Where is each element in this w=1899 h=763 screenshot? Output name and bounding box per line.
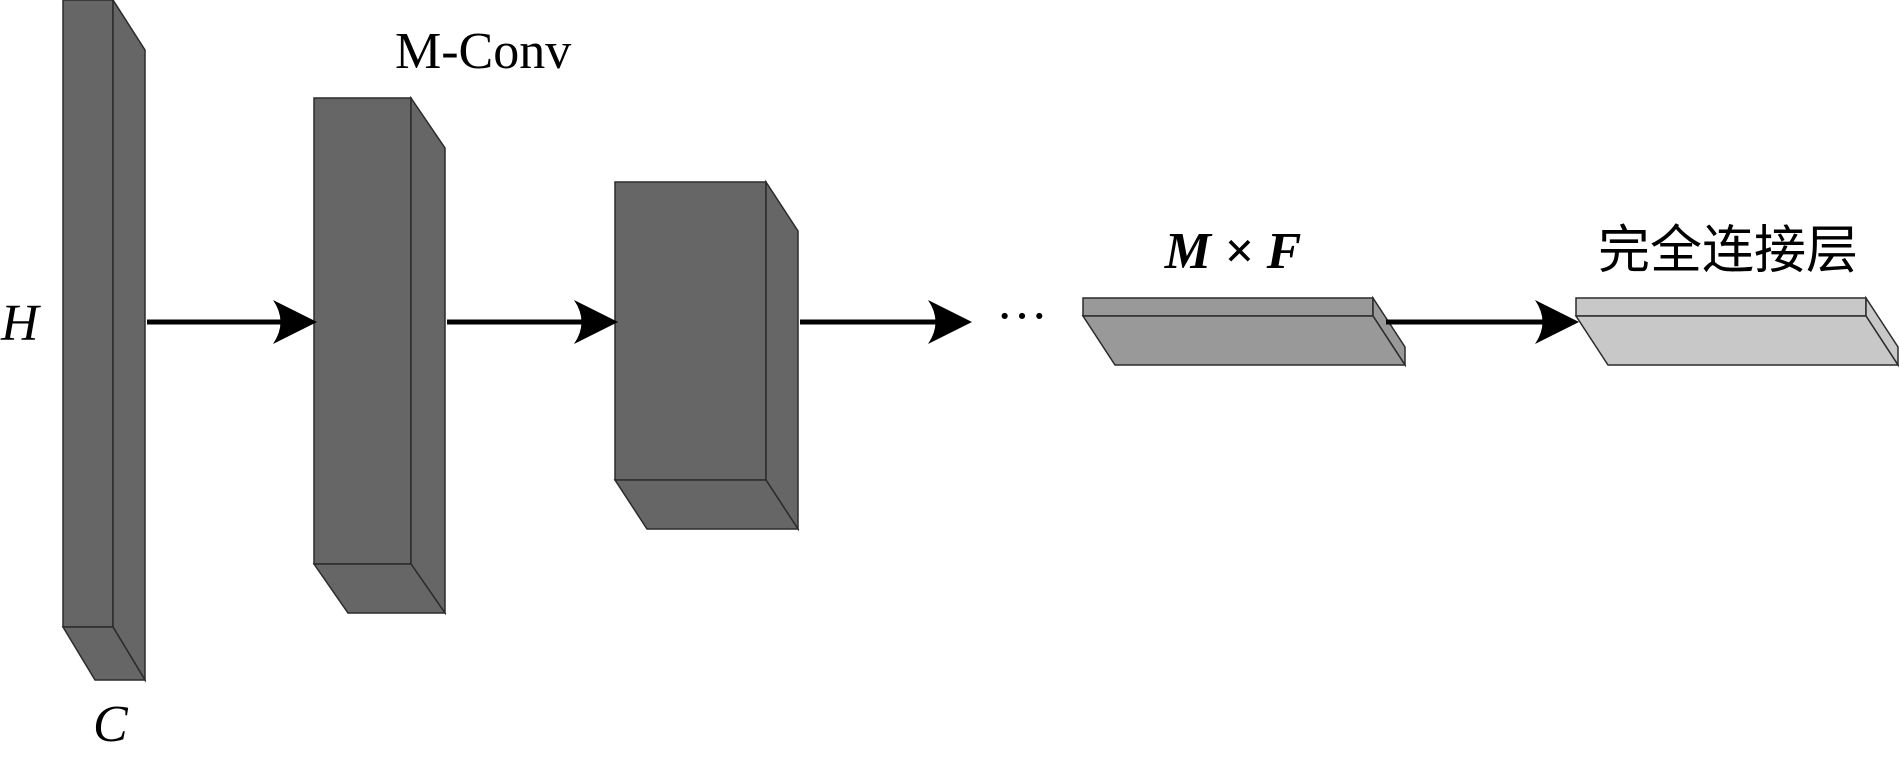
mconv-block-front-face (313, 97, 412, 565)
mconv-layer-block (312, 95, 447, 616)
arrow-1-head (273, 300, 317, 344)
arrow-input-to-mconv (147, 300, 317, 344)
feature-slab-front-face (1082, 297, 1374, 317)
arrow-conv2-to-ellipsis (800, 300, 972, 344)
arrow-2-head (574, 300, 618, 344)
mconv-block-side-face (410, 95, 446, 616)
fc-slab-bottom-face (1574, 315, 1899, 366)
fully-connected-slab-block (1574, 295, 1899, 368)
input-block-bottom-face (61, 626, 147, 681)
fc-slab-front-face (1575, 297, 1867, 317)
mconv-block-bottom-face (312, 563, 447, 614)
arrow-3-head (928, 300, 972, 344)
arrow-feature-to-fc (1386, 300, 1579, 344)
fully-connected-label: 完全连接层 (1598, 221, 1858, 281)
arrow-4-head (1535, 300, 1579, 344)
input-block-side-face (112, 0, 146, 683)
conv2-block-bottom-face (613, 479, 800, 530)
feature-slab-block (1081, 295, 1407, 368)
feature-slab-bottom-face (1081, 315, 1407, 366)
ellipsis-label: ··· (996, 288, 1048, 345)
input-tensor-block (61, 0, 147, 683)
channels-label: C (93, 696, 129, 753)
arrow-mconv-to-conv2 (447, 300, 618, 344)
mconv-label: M-Conv (395, 23, 571, 80)
feature-dims-label: M × F (1164, 223, 1302, 280)
conv-layer-2-block (613, 179, 800, 532)
conv2-block-side-face (765, 179, 799, 532)
height-label: H (0, 295, 41, 352)
input-block-front-face (62, 0, 114, 628)
conv2-block-front-face (614, 181, 767, 481)
